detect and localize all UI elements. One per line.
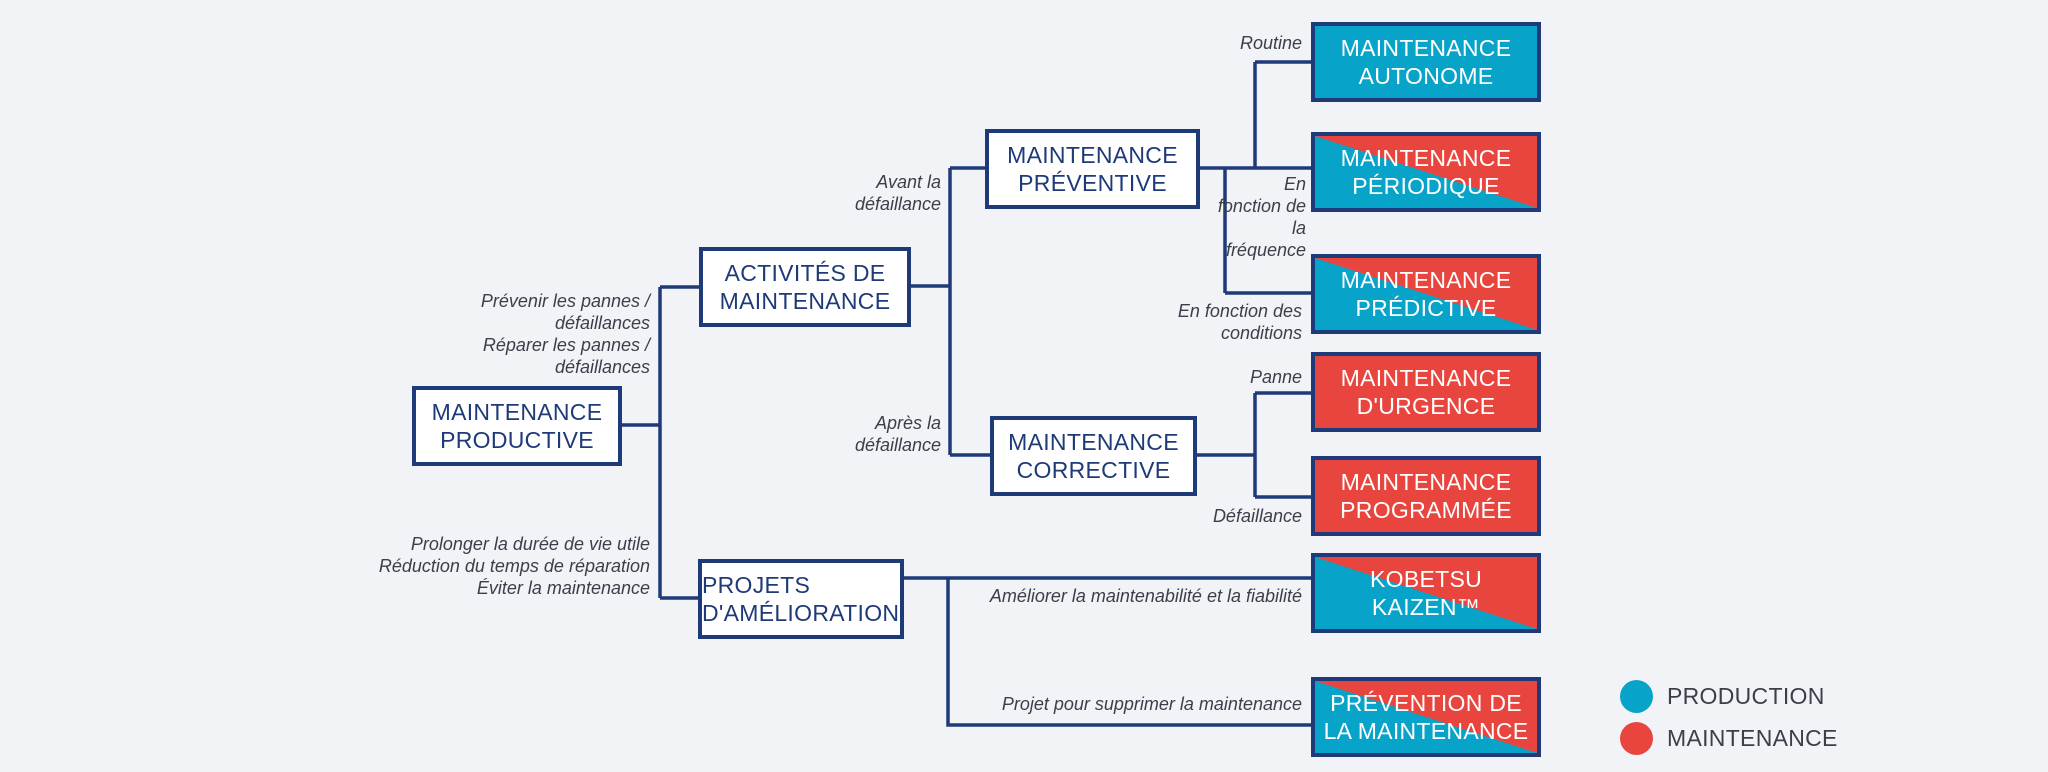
box-maintenance-programmee: MAINTENANCE PROGRAMMÉE: [1311, 456, 1541, 536]
box-label: MAINTENANCE PRÉDICTIVE: [1340, 267, 1512, 321]
box-maintenance-productive: MAINTENANCE PRODUCTIVE: [412, 386, 622, 466]
legend-label: PRODUCTION: [1667, 683, 1825, 709]
label-routine: Routine: [1239, 33, 1302, 53]
label-frequence: En fonction de la fréquence: [1217, 174, 1306, 260]
label-defaillance: Défaillance: [1212, 506, 1302, 526]
legend-production: PRODUCTION: [1620, 680, 1825, 713]
box-label: MAINTENANCE AUTONOME: [1340, 35, 1512, 89]
connector-productive: [622, 285, 700, 600]
box-maintenance-predictive: MAINTENANCE PRÉDICTIVE: [1311, 254, 1541, 334]
box-label: MAINTENANCE D'URGENCE: [1340, 365, 1512, 419]
box-label: KOBETSU KAIZEN™: [1369, 566, 1482, 620]
label-reparer: Réparer les pannes / défaillances: [482, 335, 650, 377]
box-label: MAINTENANCE CORRECTIVE: [1008, 429, 1179, 483]
label-prevenir: Prévenir les pannes / défaillances: [480, 291, 650, 333]
box-label: ACTIVITÉS DE MAINTENANCE: [719, 260, 891, 314]
box-kobetsu-kaizen: KOBETSU KAIZEN™: [1311, 553, 1541, 633]
label-conditions: En fonction des conditions: [1177, 301, 1302, 343]
box-label: MAINTENANCE PRÉVENTIVE: [1007, 142, 1178, 196]
legend-label: MAINTENANCE: [1667, 725, 1838, 751]
label-panne: Panne: [1249, 367, 1302, 387]
label-prolonger: Prolonger la durée de vie utile: [410, 534, 650, 554]
box-prevention-de-la-maintenance: PRÉVENTION DE LA MAINTENANCE: [1311, 677, 1541, 757]
label-apres: Après la défaillance: [854, 413, 941, 455]
connector-preventive: [1200, 60, 1312, 295]
connector-projets: [904, 576, 1312, 727]
label-eviter: Éviter la maintenance: [476, 578, 650, 598]
label-avant: Avant la défaillance: [854, 172, 941, 214]
box-label: MAINTENANCE PÉRIODIQUE: [1340, 145, 1512, 199]
box-label: PRÉVENTION DE LA MAINTENANCE: [1323, 690, 1529, 744]
production-color-dot: [1620, 680, 1653, 713]
label-projet: Projet pour supprimer la maintenance: [1001, 694, 1302, 714]
box-label: MAINTENANCE PROGRAMMÉE: [1340, 469, 1512, 523]
box-maintenance-corrective: MAINTENANCE CORRECTIVE: [990, 416, 1197, 496]
box-maintenance-urgence: MAINTENANCE D'URGENCE: [1311, 352, 1541, 432]
box-projets-amelioration: PROJETS D'AMÉLIORATION: [698, 559, 904, 639]
legend-maintenance: MAINTENANCE: [1620, 722, 1838, 755]
label-ameliorer: Améliorer la maintenabilité et la fiabil…: [989, 586, 1302, 606]
box-maintenance-preventive: MAINTENANCE PRÉVENTIVE: [985, 129, 1200, 209]
label-reduction: Réduction du temps de réparation: [378, 556, 650, 576]
box-label: MAINTENANCE PRODUCTIVE: [431, 399, 603, 453]
box-maintenance-periodique: MAINTENANCE PÉRIODIQUE: [1311, 132, 1541, 212]
box-activites-de-maintenance: ACTIVITÉS DE MAINTENANCE: [699, 247, 911, 327]
connector-corrective: [1197, 391, 1312, 499]
maintenance-color-dot: [1620, 722, 1653, 755]
box-label: PROJETS D'AMÉLIORATION: [702, 572, 900, 626]
box-maintenance-autonome: MAINTENANCE AUTONOME: [1311, 22, 1541, 102]
connector-activites: [911, 166, 992, 457]
